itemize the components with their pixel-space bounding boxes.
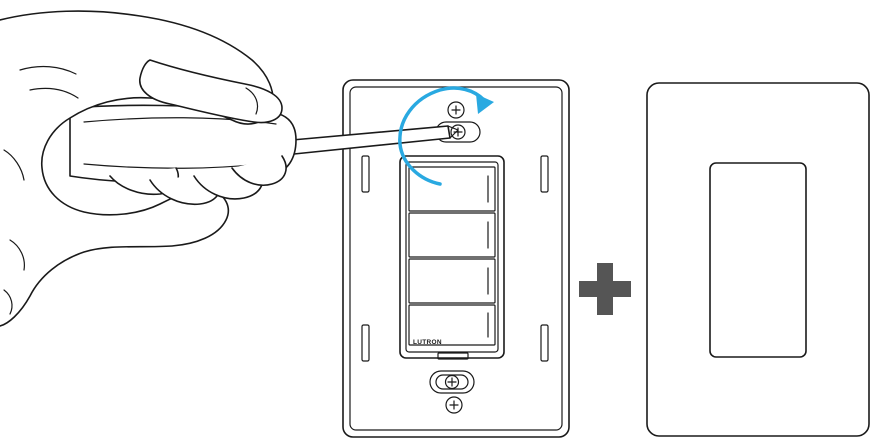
- rotation-arrowhead: [476, 94, 494, 114]
- wallplate-with-keypad: LUTRON: [342, 79, 570, 438]
- hand-holding-screwdriver-icon: [0, 10, 459, 327]
- plus-icon: [579, 263, 631, 315]
- screwless-faceplate: [646, 82, 870, 437]
- bottom-mount-screw-icon: [429, 370, 475, 414]
- brand-label: LUTRON: [413, 339, 442, 346]
- rotation-arc: [398, 86, 486, 186]
- keypad-buttons: [408, 166, 496, 346]
- clockwise-arrow-icon: [398, 86, 494, 186]
